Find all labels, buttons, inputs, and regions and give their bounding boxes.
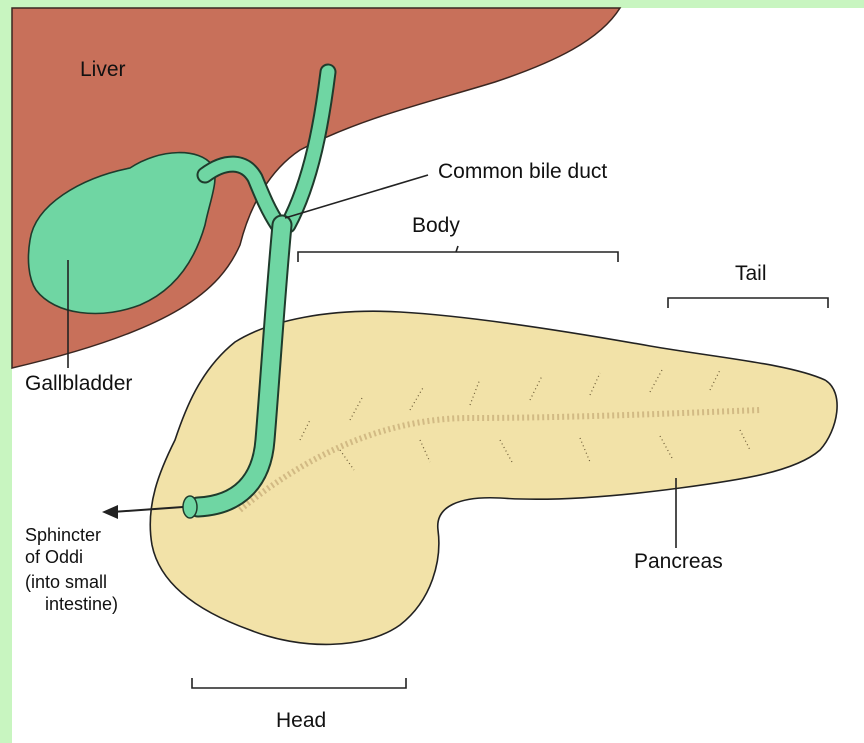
label-sphincter-line2: of Oddi — [25, 547, 83, 568]
label-common-bile-duct: Common bile duct — [438, 160, 607, 184]
bracket-tail — [668, 298, 828, 308]
label-gallbladder: Gallbladder — [25, 372, 132, 396]
label-tail: Tail — [735, 262, 767, 286]
label-body: Body — [412, 214, 460, 238]
label-head: Head — [276, 709, 326, 733]
sphincter-opening — [183, 496, 197, 518]
bracket-head — [192, 678, 406, 688]
label-sphincter-line3: (into small — [25, 572, 107, 593]
label-sphincter-line1: Sphincter — [25, 525, 101, 546]
label-liver: Liver — [80, 58, 126, 82]
bracket-body — [298, 246, 618, 262]
label-sphincter-line4: intestine) — [45, 594, 118, 615]
sphincter-arrowhead — [102, 505, 118, 519]
label-pancreas: Pancreas — [634, 550, 723, 574]
